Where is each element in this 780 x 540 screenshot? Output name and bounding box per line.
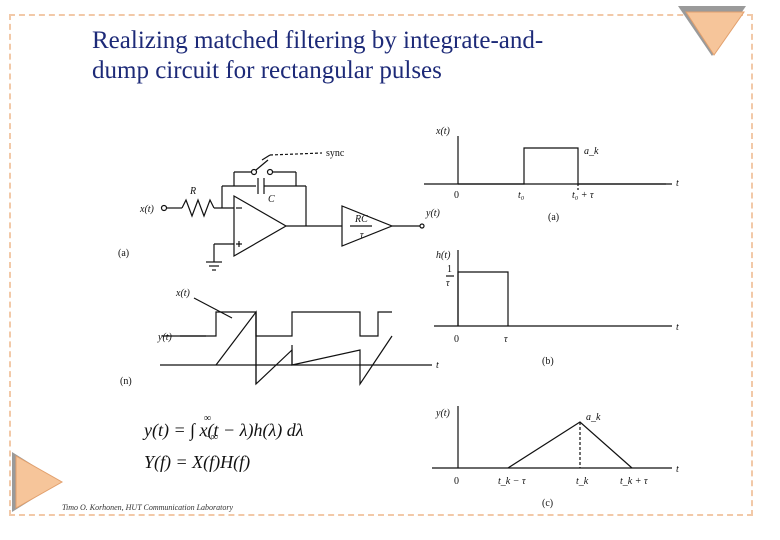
plot-b-panel-label: (b) — [542, 356, 554, 367]
resistor — [181, 198, 215, 218]
plot-a-peak-label: a_k — [584, 146, 599, 157]
waveform-x-label: x(t) — [175, 288, 191, 299]
plot-c-ylabel: y(t) — [435, 408, 451, 419]
plot-c-tick-0: 0 — [454, 476, 459, 487]
waveform-panel-label: (n) — [120, 376, 132, 387]
input-node — [160, 204, 168, 212]
plot-a-ylabel: x(t) — [435, 126, 451, 137]
plot-b-pulse — [457, 271, 509, 326]
rc-label-bottom: τ — [360, 230, 364, 241]
title-line-2: dump circuit for rectangular pulses — [92, 57, 442, 84]
plot-a-panel-label: (a) — [548, 212, 559, 223]
plot-a-tick-0: 0 — [454, 190, 459, 201]
switch-blade — [255, 159, 269, 171]
y-waveform — [215, 310, 393, 386]
waveform-diagram — [160, 297, 432, 386]
x-waveform — [162, 311, 392, 337]
switch-label: sync — [326, 148, 345, 159]
corner-triangle-top-right — [678, 6, 746, 56]
circuit-output-label: y(t) — [425, 208, 441, 219]
rc-amplifier — [341, 205, 394, 247]
plot-a-tick-t0: t₀ — [518, 190, 525, 201]
slide-footer: Timo O. Korhonen, HUT Communication Labo… — [62, 503, 234, 512]
waveform-y-label: y(t) — [157, 332, 173, 343]
equation-upper-limit: ∞ — [204, 413, 211, 424]
plot-b-level-num: 1 — [447, 264, 452, 275]
corner-triangle-bottom-left — [12, 452, 64, 512]
rc-label-top: RC — [354, 214, 368, 225]
plot-c-tick-tk-plus: t_k + τ — [620, 476, 648, 487]
plot-a — [424, 136, 672, 190]
plot-c-triangle — [507, 421, 633, 469]
plot-c-peak-label: a_k — [586, 412, 601, 423]
equation-convolution: y(t) = ∫ x(t − λ)h(λ) dλ — [142, 420, 304, 441]
plot-a-pulse — [458, 147, 666, 185]
capacitor-label: C — [268, 194, 275, 205]
equation-lower-limit: −∞ — [204, 432, 218, 443]
plot-b-xlabel: t — [676, 322, 679, 333]
circuit-diagram — [160, 152, 425, 271]
resistor-label: R — [189, 186, 196, 197]
plot-a-tick-t0-tau: t₀ + τ — [572, 190, 594, 201]
slide-title: Realizing matched filtering by integrate… — [92, 26, 692, 86]
plot-a-xlabel: t — [676, 178, 679, 189]
plot-b-tick-tau: τ — [504, 334, 508, 345]
title-line-1: Realizing matched filtering by integrate… — [92, 27, 544, 54]
circuit-input-label: x(t) — [139, 204, 155, 215]
plot-c — [432, 406, 672, 469]
plot-c-tick-tk-minus: t_k − τ — [498, 476, 526, 487]
plot-c-xlabel: t — [676, 464, 679, 475]
op-amp — [233, 194, 288, 258]
plot-b-ylabel: h(t) — [436, 250, 451, 261]
waveform-t-label: t — [436, 360, 439, 371]
plot-c-panel-label: (c) — [542, 498, 553, 509]
plot-c-tick-tk: t_k — [576, 476, 589, 487]
circuit-panel-label: (a) — [118, 248, 129, 259]
plot-b-tick-0: 0 — [454, 334, 459, 345]
plot-b-level-den: τ — [446, 278, 450, 289]
slide-border — [9, 14, 753, 516]
plot-b — [434, 250, 672, 327]
equation-spectrum: Y(f) = X(f)H(f) — [144, 452, 250, 473]
